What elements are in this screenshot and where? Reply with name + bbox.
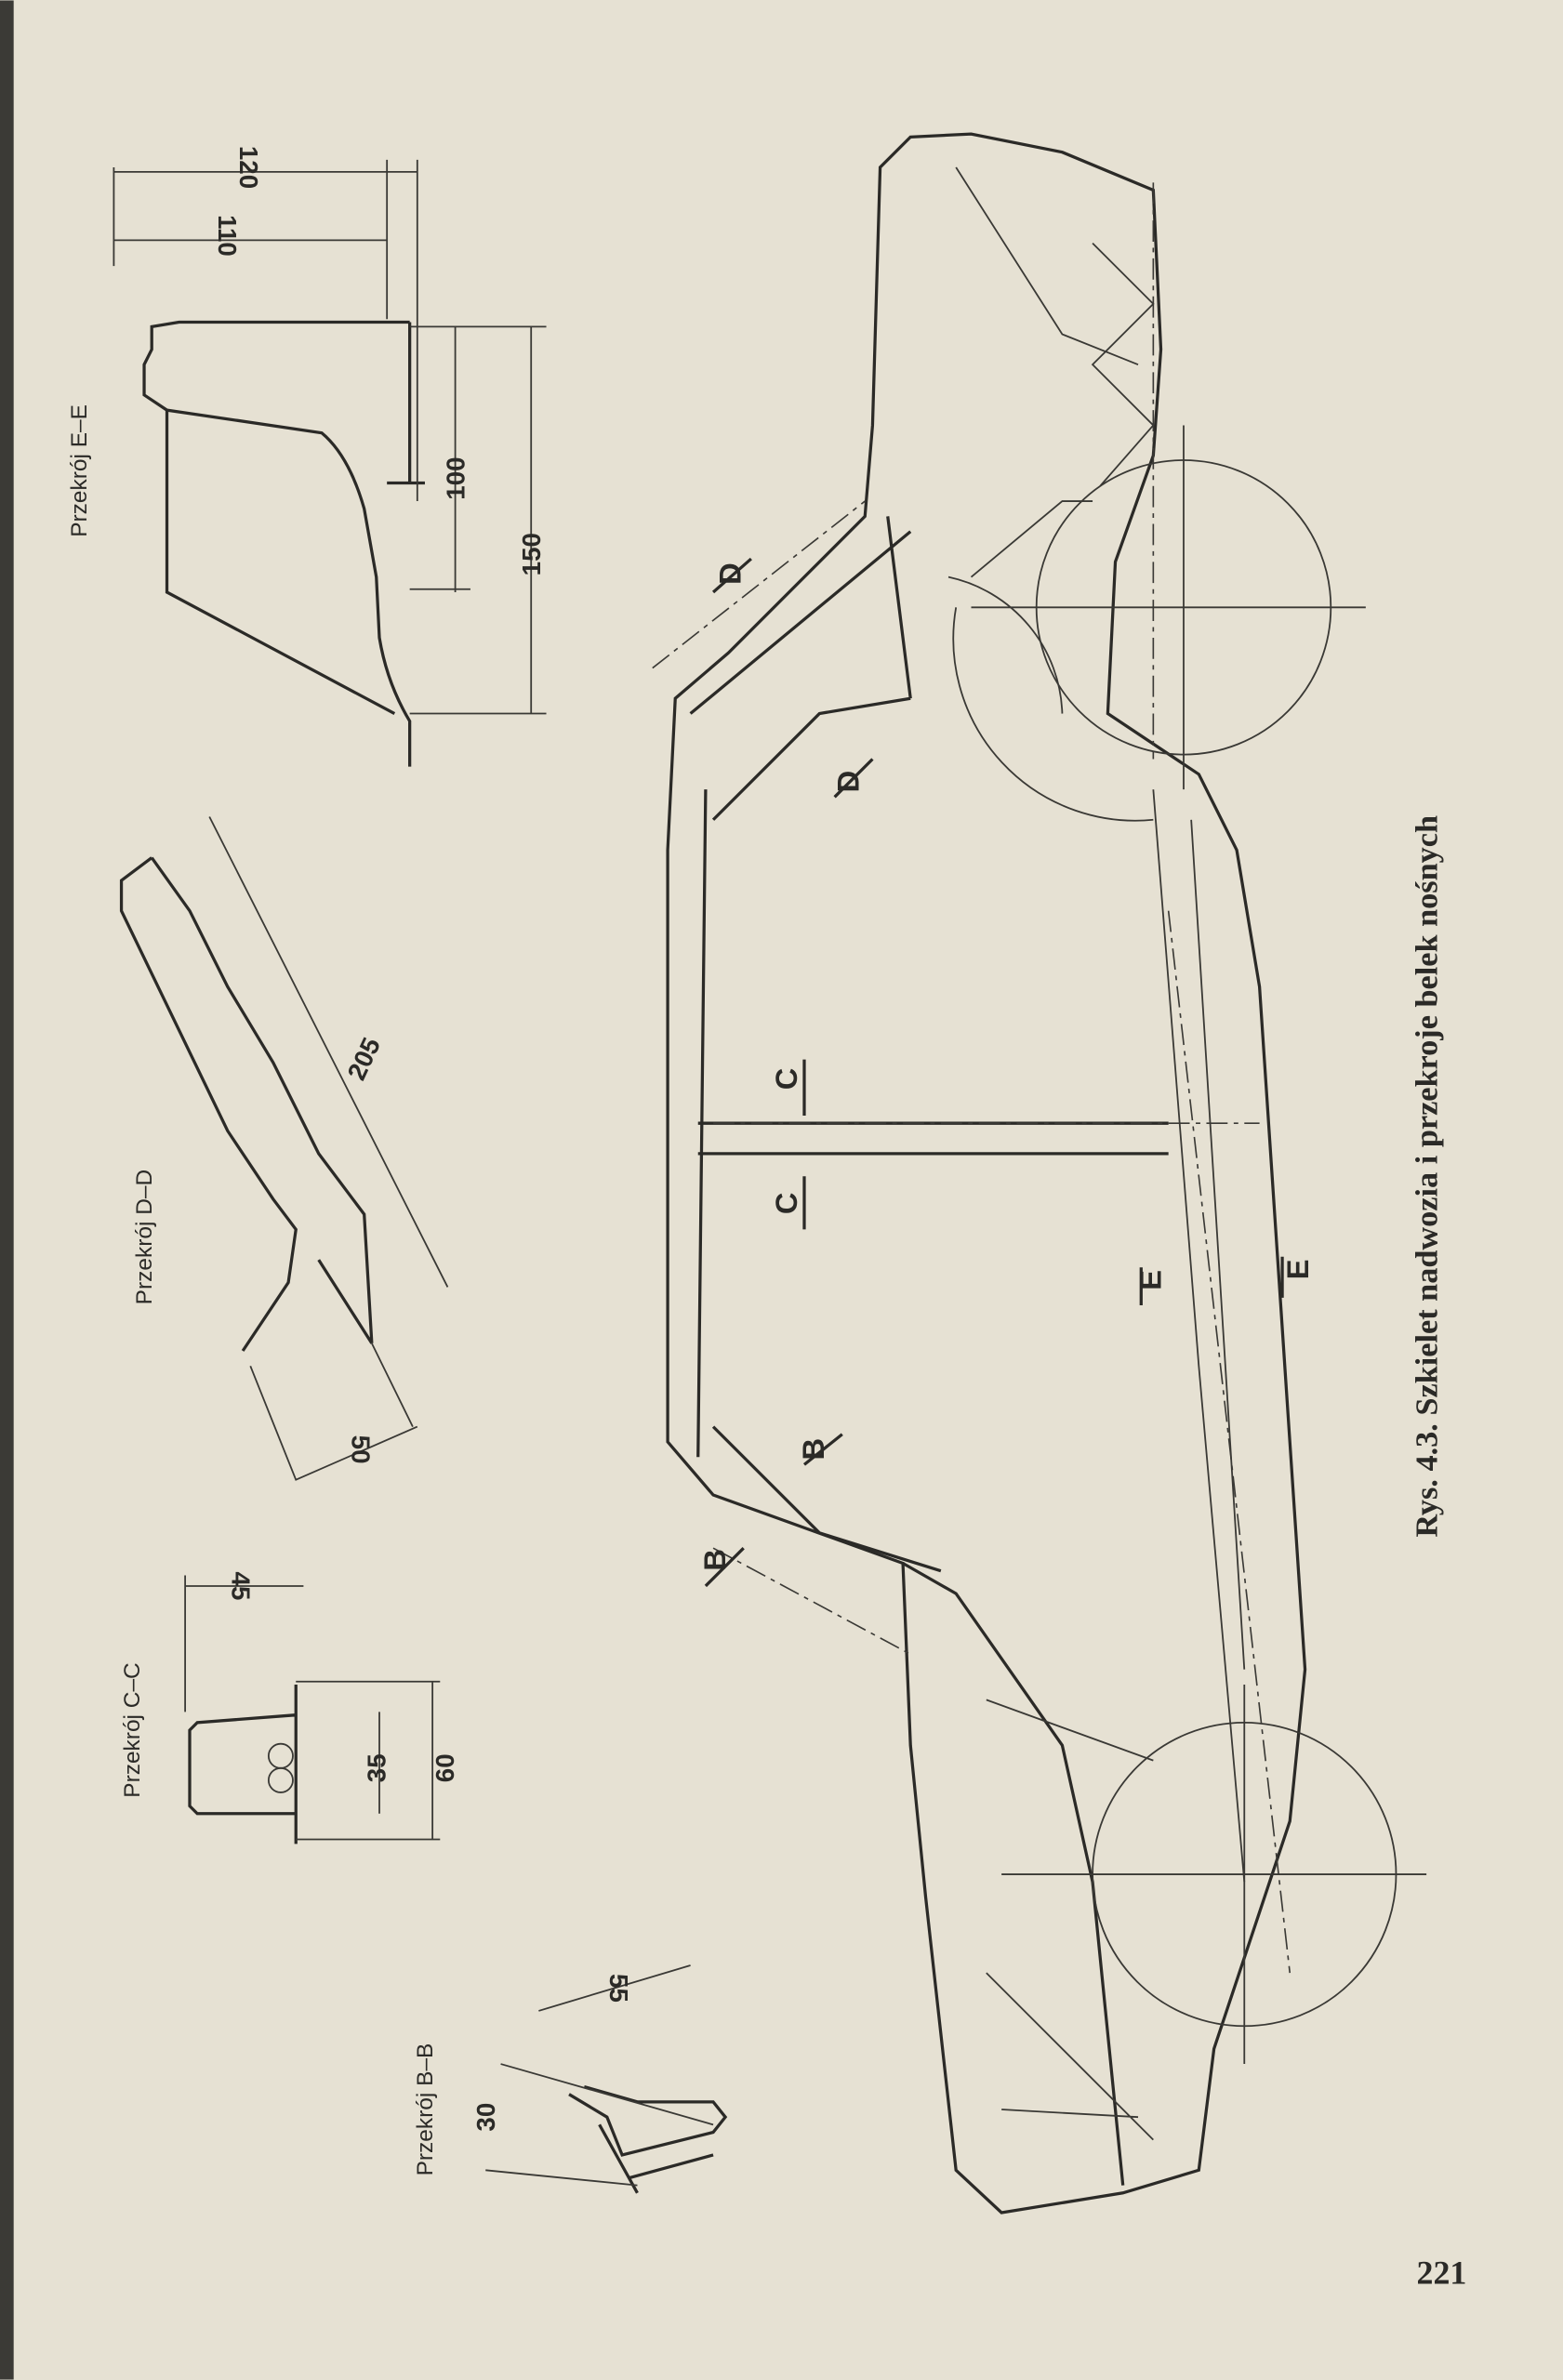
dim-35: 35 xyxy=(363,1753,391,1782)
dim-150: 150 xyxy=(517,533,546,575)
section-e-title: Przekrój E–E xyxy=(67,404,92,537)
cut-label-b-2: B xyxy=(796,1438,830,1461)
cut-label-c-2: C xyxy=(769,1193,803,1215)
cut-label-d-1: D xyxy=(712,562,747,585)
dim-110: 110 xyxy=(213,215,242,257)
dim-120: 120 xyxy=(234,146,263,189)
dim-30: 30 xyxy=(471,2103,500,2132)
section-d-d-drawing: Przekrój D–D 205 50 xyxy=(119,816,449,1481)
car-body-skeleton xyxy=(652,132,1427,2215)
dim-45: 45 xyxy=(227,1572,256,1601)
cut-label-c-1: C xyxy=(769,1068,803,1091)
page-edge-shadow xyxy=(0,0,14,2380)
cut-label-e-2: E xyxy=(1280,1260,1315,1280)
section-b-b-drawing: Przekrój B–B 55 30 xyxy=(413,1964,728,2194)
figure-caption: Rys. 4.3. Szkielet nadwozia i przekroje … xyxy=(1410,815,1445,1538)
dim-100: 100 xyxy=(441,456,470,499)
page-number: 221 xyxy=(1417,2254,1467,2292)
section-c-c-drawing: Przekrój C–C 45 35 60 xyxy=(120,1572,459,1844)
dim-60: 60 xyxy=(430,1753,459,1782)
cut-markers: B B C C D D E E xyxy=(697,557,1315,1588)
cut-label-d-2: D xyxy=(831,771,866,793)
section-c-title: Przekrój C–C xyxy=(120,1662,145,1798)
cut-label-b-1: B xyxy=(697,1549,732,1571)
section-d-title: Przekrój D–D xyxy=(132,1170,157,1305)
section-e-e-drawing: Przekrój E–E 120 110 100 150 xyxy=(67,146,547,767)
dim-55: 55 xyxy=(604,1974,633,2003)
cut-label-e-1: E xyxy=(1133,1270,1168,1290)
section-b-title: Przekrój B–B xyxy=(413,2043,438,2176)
dim-50: 50 xyxy=(347,1435,376,1464)
